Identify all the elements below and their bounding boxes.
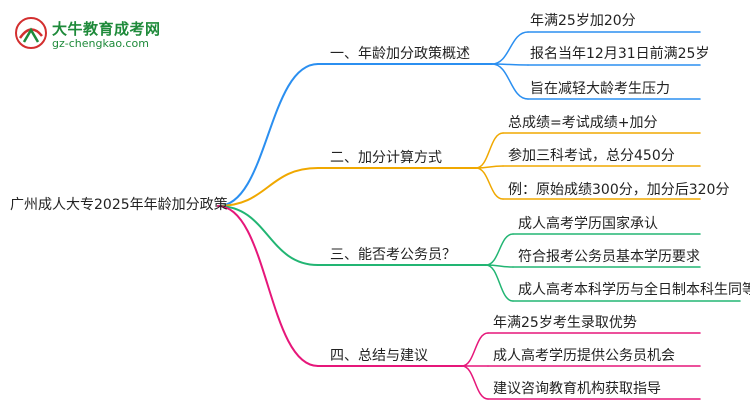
mindmap-connectors: [217, 31, 741, 400]
logo-mark-icon: [15, 17, 47, 49]
root-to-branch-2-connector: [217, 167, 319, 207]
branch-3-to-leaf-1-connector: [485, 233, 514, 266]
leaf-equal-to-fulltime: 成人高考本科学历与全日制本科生同等: [518, 282, 750, 298]
leaf-reduce-pressure: 旨在减轻大龄考生压力: [530, 81, 670, 97]
leaf-state-recognized: 成人高考学历国家承认: [518, 216, 658, 232]
leaf-consult-institution: 建议咨询教育机构获取指导: [493, 381, 661, 397]
branch-2-to-leaf-3-connector: [475, 167, 504, 200]
leaf-age-25-plus-20: 年满25岁加20分: [530, 13, 636, 29]
branch-3-to-leaf-3-connector: [485, 264, 514, 302]
branch-1-to-leaf-3-connector: [491, 63, 529, 100]
branch-summary: 四、总结与建议: [330, 348, 428, 364]
root-to-branch-4-connector: [217, 205, 319, 367]
branch-2-to-leaf-1-connector: [475, 132, 504, 169]
branch-4-to-leaf-1-connector: [461, 332, 489, 367]
leaf-civil-service-opportunity: 成人高考学历提供公务员机会: [493, 348, 675, 364]
leaf-admission-advantage: 年满25岁考生录取优势: [493, 315, 637, 331]
logo-title: 大牛教育成考网: [52, 20, 161, 38]
leaf-three-subjects: 参加三科考试，总分450分: [508, 148, 675, 164]
root-topic: 广州成人大专2025年年龄加分政策: [10, 197, 228, 213]
leaf-total-score-formula: 总成绩=考试成绩+加分: [508, 115, 658, 131]
leaf-example-score: 例：原始成绩300分，加分后320分: [508, 182, 730, 198]
branch-4-to-leaf-3-connector: [461, 365, 489, 400]
leaf-age-deadline: 报名当年12月31日前满25岁: [530, 46, 710, 62]
root-to-branch-3-connector: [217, 205, 319, 266]
site-logo[interactable]: 大牛教育成考网 gz-chengkao.com: [14, 16, 164, 52]
branch-calculation: 二、加分计算方式: [330, 150, 442, 166]
leaf-meets-requirement: 符合报考公务员基本学历要求: [518, 249, 700, 265]
logo-url: gz-chengkao.com: [52, 37, 149, 50]
branch-1-to-leaf-1-connector: [491, 31, 529, 65]
root-to-branch-1-connector: [217, 63, 319, 207]
branch-policy-overview: 一、年龄加分政策概述: [330, 46, 470, 62]
branch-civil-servant: 三、能否考公务员？: [330, 247, 456, 263]
